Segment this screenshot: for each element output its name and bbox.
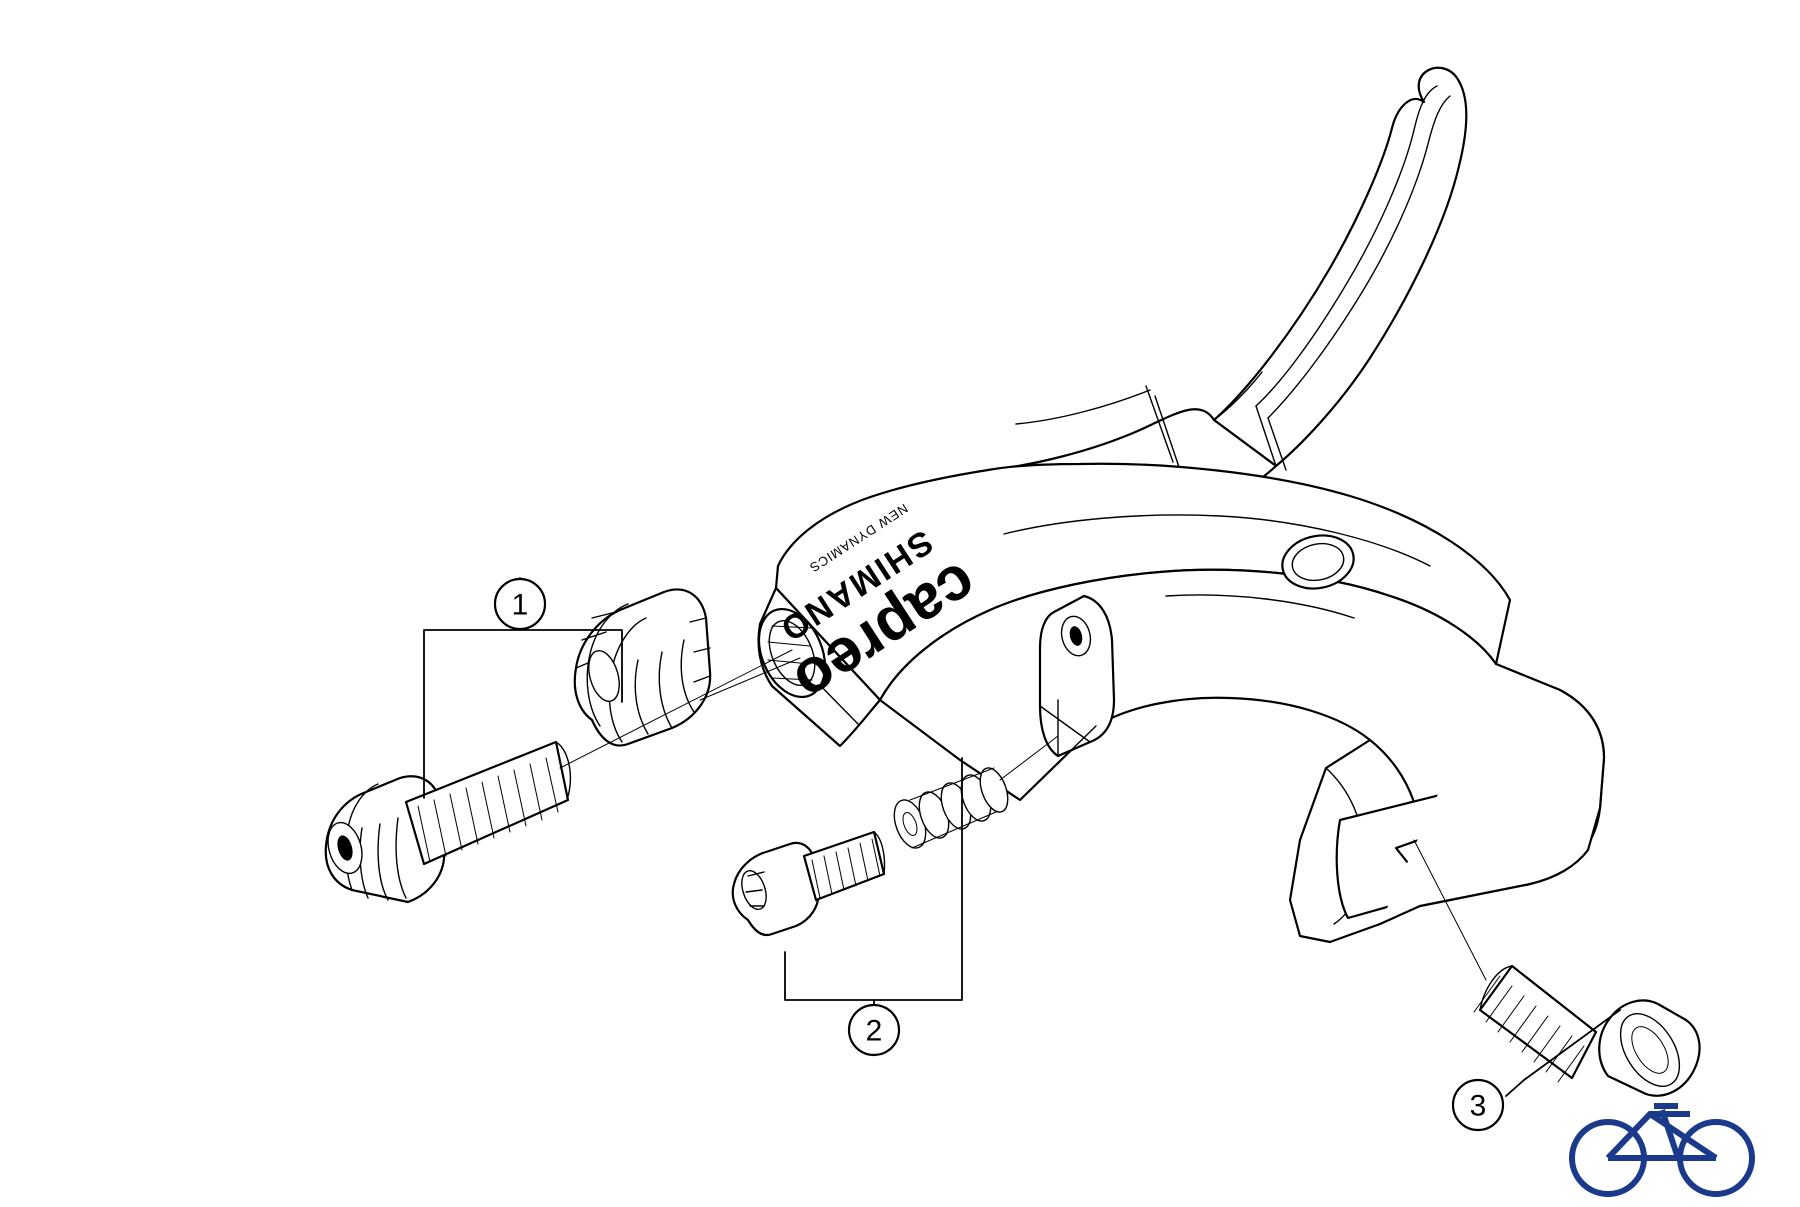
part-1-adjusting-barrel [324, 740, 572, 904]
lever-pivot-hole [1281, 534, 1355, 590]
barrel-threads [417, 757, 559, 863]
callout-3-number: 3 [1470, 1090, 1487, 1123]
bicycle-logo-watermark [1569, 1103, 1755, 1197]
assembly-axis-1 [559, 649, 793, 769]
callout-3-circle [1451, 1078, 1505, 1132]
callout-1-number: 1 [512, 589, 529, 622]
callout-1: 1 [493, 577, 547, 631]
part-2-fixing-bolt [731, 830, 886, 937]
callout-2: 2 [847, 1003, 901, 1057]
callout-2-circle [847, 1003, 901, 1057]
assembly-axis-1b [699, 657, 801, 701]
clamp-bolt-threads [1473, 975, 1585, 1083]
callout-2-number: 2 [866, 1015, 883, 1048]
part-1-lock-nut [573, 588, 712, 747]
callout-3: 3 [1451, 1078, 1505, 1132]
bolt-threads [811, 838, 881, 899]
lever-fixing-boss [1038, 594, 1116, 758]
brake-lever-assembly: capreo SHIMANO NEW DYNAMICS [757, 66, 1606, 944]
callout-1-circle [493, 577, 547, 631]
cable-adjuster-bore [757, 607, 827, 699]
part-2-washer-stack [893, 767, 1009, 849]
clamp-bolt-boss [1378, 662, 1606, 926]
assembly-axis-2 [999, 735, 1059, 781]
assembly-axis-3 [1413, 839, 1487, 981]
part-3-clamp-bolt [1473, 964, 1701, 1097]
lever-blade [1212, 66, 1468, 471]
